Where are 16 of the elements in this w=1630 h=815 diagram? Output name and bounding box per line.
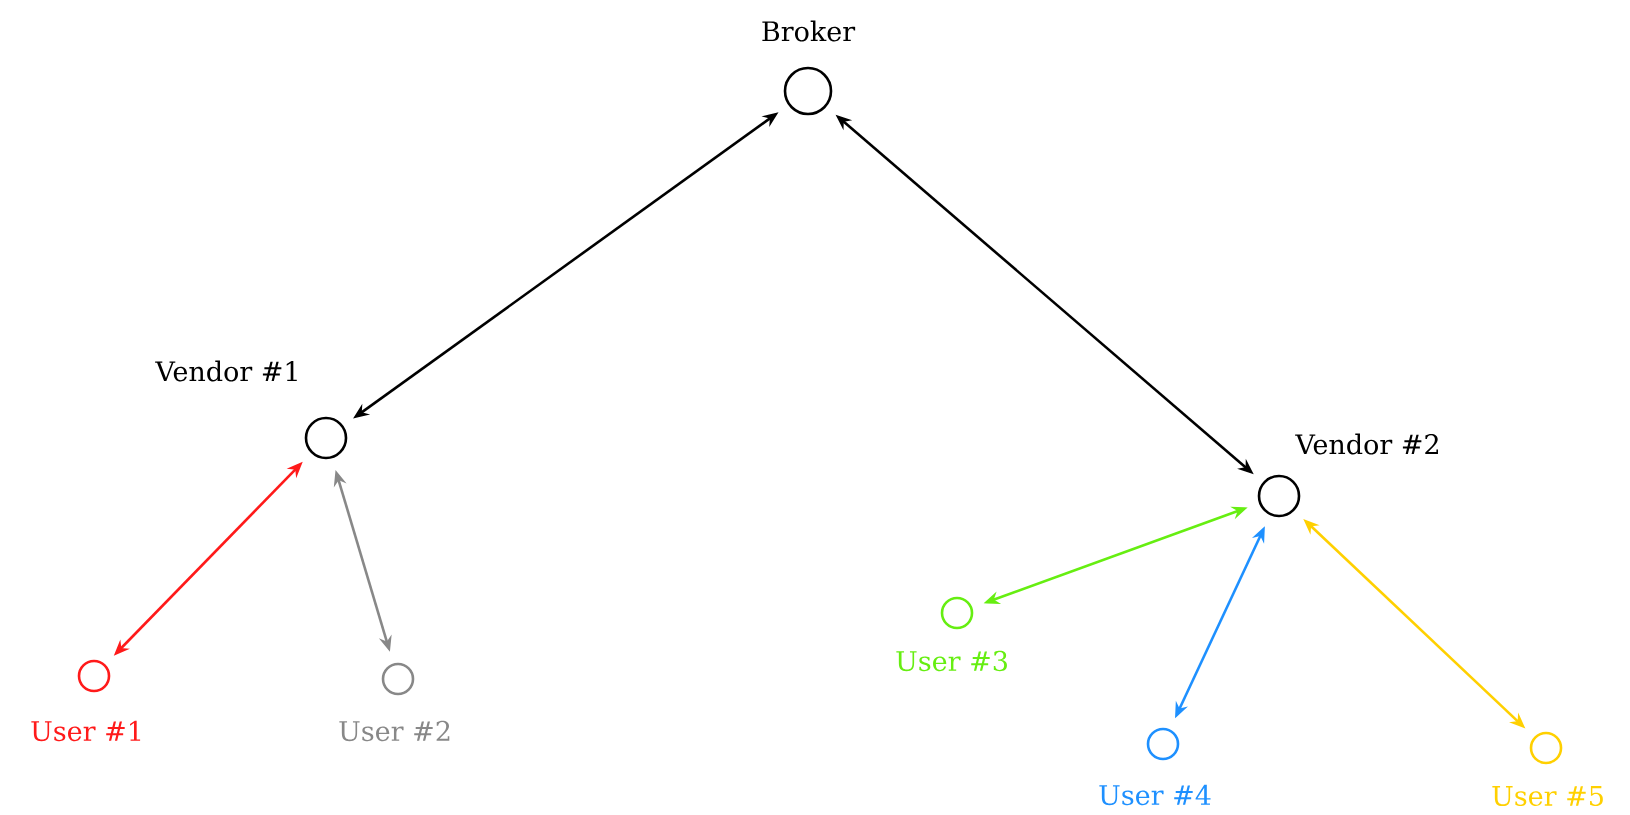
node-label: User #5: [1492, 785, 1603, 807]
node-label: Broker: [762, 20, 856, 42]
node-circle: [1146, 727, 1180, 761]
node-circle: [1257, 474, 1301, 518]
node-label: User #3: [896, 650, 1007, 672]
node-label: Vendor #2: [1295, 433, 1438, 455]
node-label: Vendor #1: [155, 360, 297, 382]
node-circle: [77, 659, 111, 693]
node-label: User #1: [31, 720, 141, 742]
node-circle: [381, 662, 415, 696]
node-label: User #4: [1099, 784, 1211, 806]
node-circle: [1529, 731, 1563, 765]
node-circle: [304, 416, 348, 460]
node-circle: [783, 66, 833, 116]
node-circle: [940, 596, 974, 630]
node-label: User #2: [339, 720, 450, 742]
